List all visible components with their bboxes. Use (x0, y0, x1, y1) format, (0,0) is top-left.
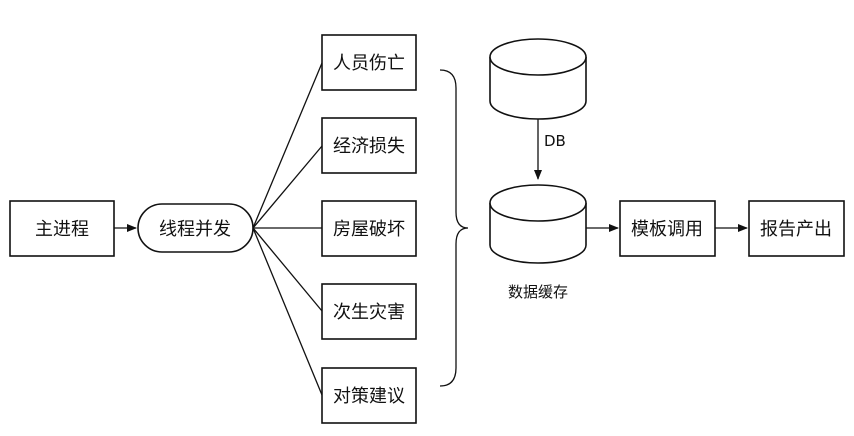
output-node-2: 房屋破坏 (321, 200, 417, 257)
thread-concurrency-node: 线程并发 (137, 203, 254, 253)
report-output-label: 报告产出 (760, 219, 832, 240)
template-call-label: 模板调用 (631, 219, 703, 240)
thread-concurrency-label: 线程并发 (159, 219, 231, 240)
output-label-2: 房屋破坏 (333, 219, 405, 240)
output-label-1: 经济损失 (333, 136, 405, 157)
output-node-1: 经济损失 (321, 117, 417, 174)
output-label-0: 人员伤亡 (333, 53, 405, 74)
main-process-label: 主进程 (35, 219, 89, 240)
output-node-4: 对策建议 (321, 367, 417, 424)
link-thread-to-output-4 (252, 227, 323, 396)
cache-cylinder-icon (489, 184, 587, 264)
grouping-brace (439, 69, 469, 387)
db-cylinder-icon (489, 38, 587, 120)
output-node-3: 次生灾害 (321, 283, 417, 340)
main-process-node: 主进程 (9, 200, 115, 257)
link-thread-to-output-3 (252, 227, 323, 312)
output-label-4: 对策建议 (333, 386, 405, 407)
data-cache-label: 数据缓存 (508, 283, 568, 301)
report-output-node: 报告产出 (748, 200, 845, 257)
link-thread-to-output-0 (252, 62, 323, 229)
db-label: DB (544, 132, 566, 150)
template-call-node: 模板调用 (619, 200, 716, 257)
output-node-0: 人员伤亡 (321, 34, 417, 91)
link-thread-to-output-1 (252, 145, 323, 229)
output-label-3: 次生灾害 (333, 302, 405, 323)
